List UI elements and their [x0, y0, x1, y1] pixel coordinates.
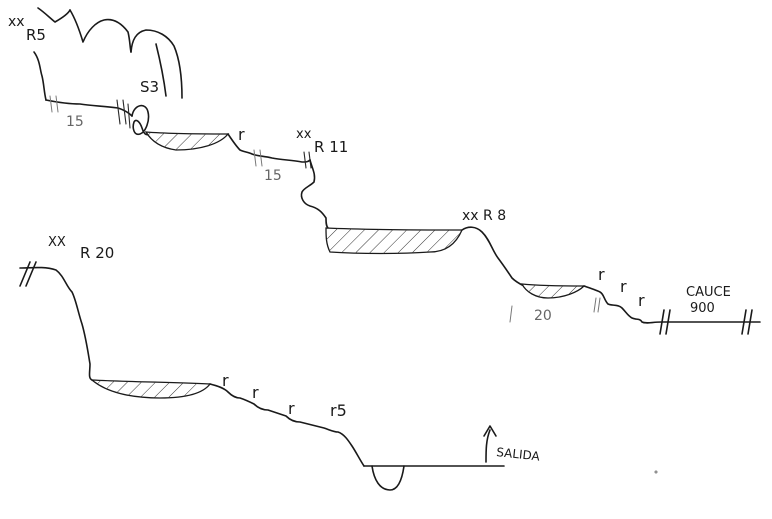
s3-loop	[131, 104, 151, 136]
ledge-15-a-label: 15	[66, 114, 84, 130]
start-rock-walls	[37, 7, 183, 99]
len-20-ticks	[509, 297, 601, 323]
len-20-label: 20	[534, 308, 552, 324]
ledge-15-b-label: 15	[264, 168, 282, 184]
paper-smudge	[654, 470, 658, 474]
pool-2-hatching	[326, 228, 462, 254]
pool-1-hatching	[146, 132, 228, 150]
final-pool	[371, 465, 405, 491]
r5-name-label: R5	[26, 26, 46, 44]
r5-marker-label: xx	[8, 14, 25, 30]
rappel-r-2-label: r	[598, 265, 605, 284]
r20-wall	[19, 266, 93, 381]
r20-start-ticks	[19, 261, 37, 287]
rappel-r-3-label: r	[620, 277, 627, 296]
r11-name-label: R 11	[314, 138, 348, 156]
salida-arrow-icon	[483, 425, 497, 463]
pool-3-hatching	[522, 284, 584, 298]
descent-r-series-lower	[209, 383, 365, 467]
rappel-r5-bottom-label: r5	[330, 401, 347, 420]
rappel-r-6-label: r	[252, 383, 259, 402]
r11-marker-label: xx	[296, 127, 312, 142]
r8-label: xx R 8	[462, 208, 506, 224]
pool-4-hatching	[92, 380, 210, 398]
ledge-15-a-ticks	[49, 95, 131, 129]
cauce-label: CAUCE	[686, 285, 731, 300]
rappel-r-1-label: r	[238, 125, 245, 144]
cauce-ticks	[659, 309, 753, 335]
cauce-900-label: 900	[690, 301, 715, 316]
salida-label: SALIDA	[496, 445, 542, 464]
rappel-r-7-label: r	[288, 399, 295, 418]
r11-wall	[300, 159, 329, 229]
rappel-r-5-label: r	[222, 371, 229, 390]
descent-r-series-upper	[583, 285, 663, 324]
r20-marker-label: XX	[48, 235, 66, 250]
r8-wall	[461, 226, 525, 287]
ledge-15-a	[45, 99, 133, 117]
s3-label: S3	[140, 78, 159, 96]
r20-name-label: R 20	[80, 244, 114, 262]
rappel-r-4-label: r	[638, 291, 645, 310]
r5-wall	[33, 51, 47, 101]
